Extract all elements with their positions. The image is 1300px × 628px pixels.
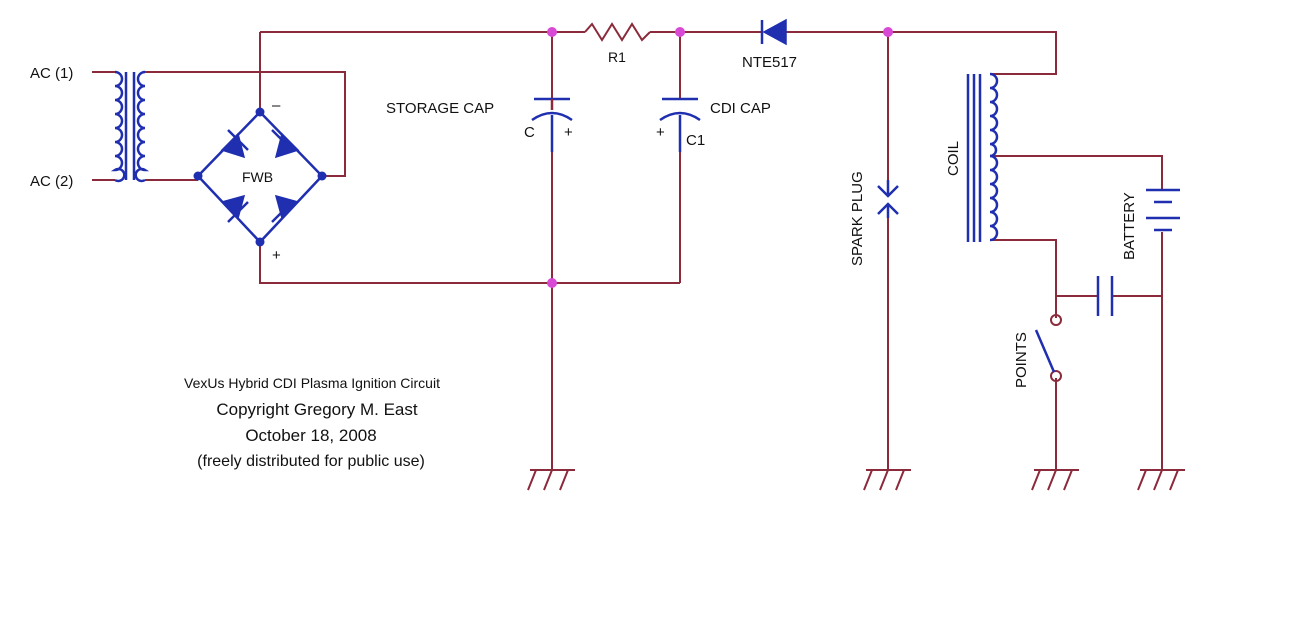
- caption-date: October 18, 2008: [245, 426, 376, 445]
- label-c1: C1: [686, 132, 705, 149]
- label-r1: R1: [608, 49, 626, 65]
- input-transformer: [110, 70, 150, 183]
- caption-copyright: Copyright Gregory M. East: [216, 400, 418, 419]
- diode-nte517: [760, 18, 787, 46]
- ground-spark-plug: [863, 469, 911, 491]
- label-bridge-plus: +: [272, 247, 281, 264]
- label-bridge-minus: –: [272, 97, 281, 114]
- label-cdi-cap: CDI CAP: [710, 100, 771, 117]
- ground-points: [1031, 469, 1079, 491]
- label-fwb: FWB: [242, 169, 273, 185]
- caption-block: VexUs Hybrid CDI Plasma Ignition Circuit…: [184, 375, 440, 470]
- cdi-capacitor: [659, 97, 701, 152]
- label-coil: COIL: [945, 141, 962, 176]
- label-spark-plug: SPARK PLUG: [849, 171, 866, 266]
- resistor-r1: [584, 22, 651, 42]
- label-battery: BATTERY: [1121, 192, 1138, 260]
- label-ac1: AC (1): [30, 65, 73, 82]
- full-wave-bridge: [193, 107, 327, 247]
- junction-nodes: [547, 27, 893, 288]
- ground-storage: [527, 469, 575, 491]
- label-nte517: NTE517: [742, 54, 797, 71]
- caption-title: VexUs Hybrid CDI Plasma Ignition Circuit: [184, 375, 440, 391]
- points-switch: [1034, 314, 1062, 382]
- points-capacitor: [1096, 276, 1114, 316]
- label-c-plus: +: [564, 124, 573, 141]
- ground-battery: [1137, 469, 1185, 491]
- ignition-coil: [966, 72, 999, 242]
- spark-plug-symbol: [877, 180, 899, 218]
- label-ac2: AC (2): [30, 173, 73, 190]
- label-c: C: [524, 124, 535, 141]
- label-storage-cap: STORAGE CAP: [386, 100, 494, 117]
- storage-capacitor: [531, 97, 573, 152]
- caption-note: (freely distributed for public use): [197, 453, 425, 470]
- battery-symbol: [1146, 188, 1180, 232]
- label-points: POINTS: [1013, 332, 1030, 388]
- label-c1-plus: +: [656, 124, 665, 141]
